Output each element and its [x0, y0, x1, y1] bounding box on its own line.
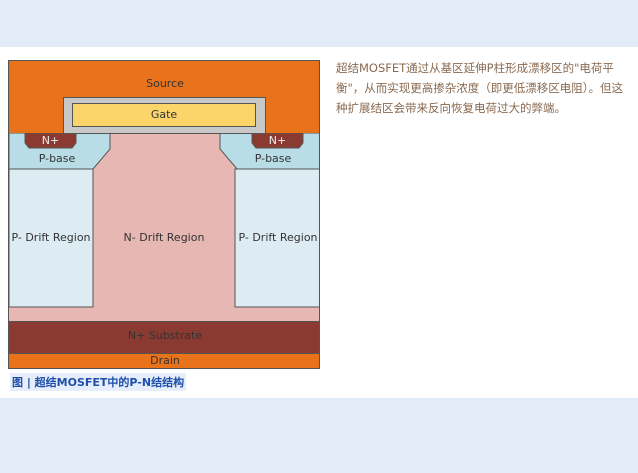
p-drift-right-label: P- Drift Region — [238, 231, 318, 244]
p-drift-left — [9, 168, 94, 308]
p-base-right-label: P-base — [254, 152, 292, 165]
n-plus-right — [251, 132, 304, 149]
substrate-label: N+ Substrate — [127, 329, 203, 342]
p-drift-left-label: P- Drift Region — [11, 231, 91, 244]
drain-region — [9, 353, 319, 368]
p-drift-right — [234, 168, 319, 308]
drain-label: Drain — [150, 354, 180, 367]
figure-caption: 图 | 超结MOSFET中的P-N结结构 — [10, 373, 187, 391]
gate-label: Gate — [150, 108, 178, 121]
p-base-left-label: P-base — [38, 152, 76, 165]
source-label: Source — [146, 77, 184, 90]
n-drift-label: N- Drift Region — [123, 231, 205, 244]
p-regions-shape — [9, 132, 319, 308]
n-plus-substrate — [9, 321, 319, 353]
gate-region — [72, 103, 256, 127]
description-paragraph: 超结MOSFET通过从基区延伸P柱形成漂移区的"电荷平衡"，从而实现更高掺杂浓度… — [336, 61, 624, 115]
superjunction-mosfet-diagram: Source Gate N+ N+ P-base P-base P- Drift… — [8, 60, 320, 369]
n-plus-left-label: N+ — [41, 134, 60, 147]
n-plus-right-label: N+ — [268, 134, 287, 147]
